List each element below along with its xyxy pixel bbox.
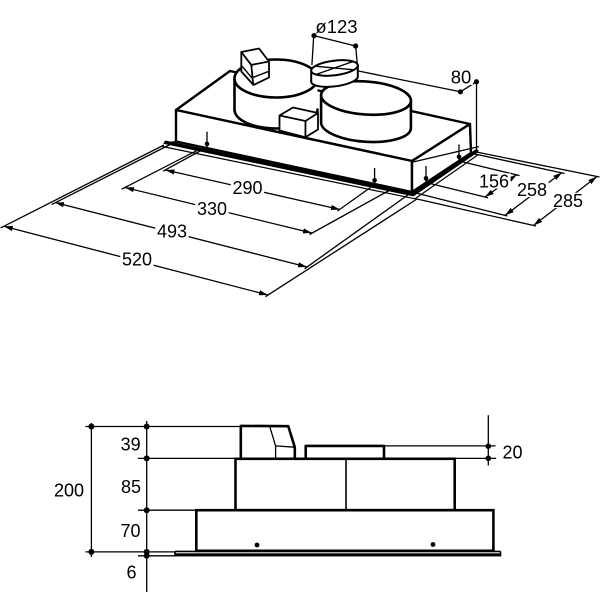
svg-text:493: 493 [157, 221, 187, 241]
svg-text:258: 258 [517, 180, 547, 200]
svg-text:85: 85 [121, 477, 141, 497]
svg-text:6: 6 [126, 562, 136, 582]
svg-text:330: 330 [197, 199, 227, 219]
svg-text:ø123: ø123 [315, 16, 357, 37]
svg-text:39: 39 [121, 434, 141, 454]
svg-text:520: 520 [122, 249, 152, 269]
svg-text:20: 20 [502, 443, 522, 463]
svg-text:80: 80 [451, 67, 472, 88]
svg-text:285: 285 [553, 191, 583, 211]
svg-text:290: 290 [232, 178, 262, 198]
svg-text:200: 200 [54, 480, 84, 500]
svg-text:156: 156 [479, 171, 509, 191]
svg-text:70: 70 [120, 521, 140, 541]
